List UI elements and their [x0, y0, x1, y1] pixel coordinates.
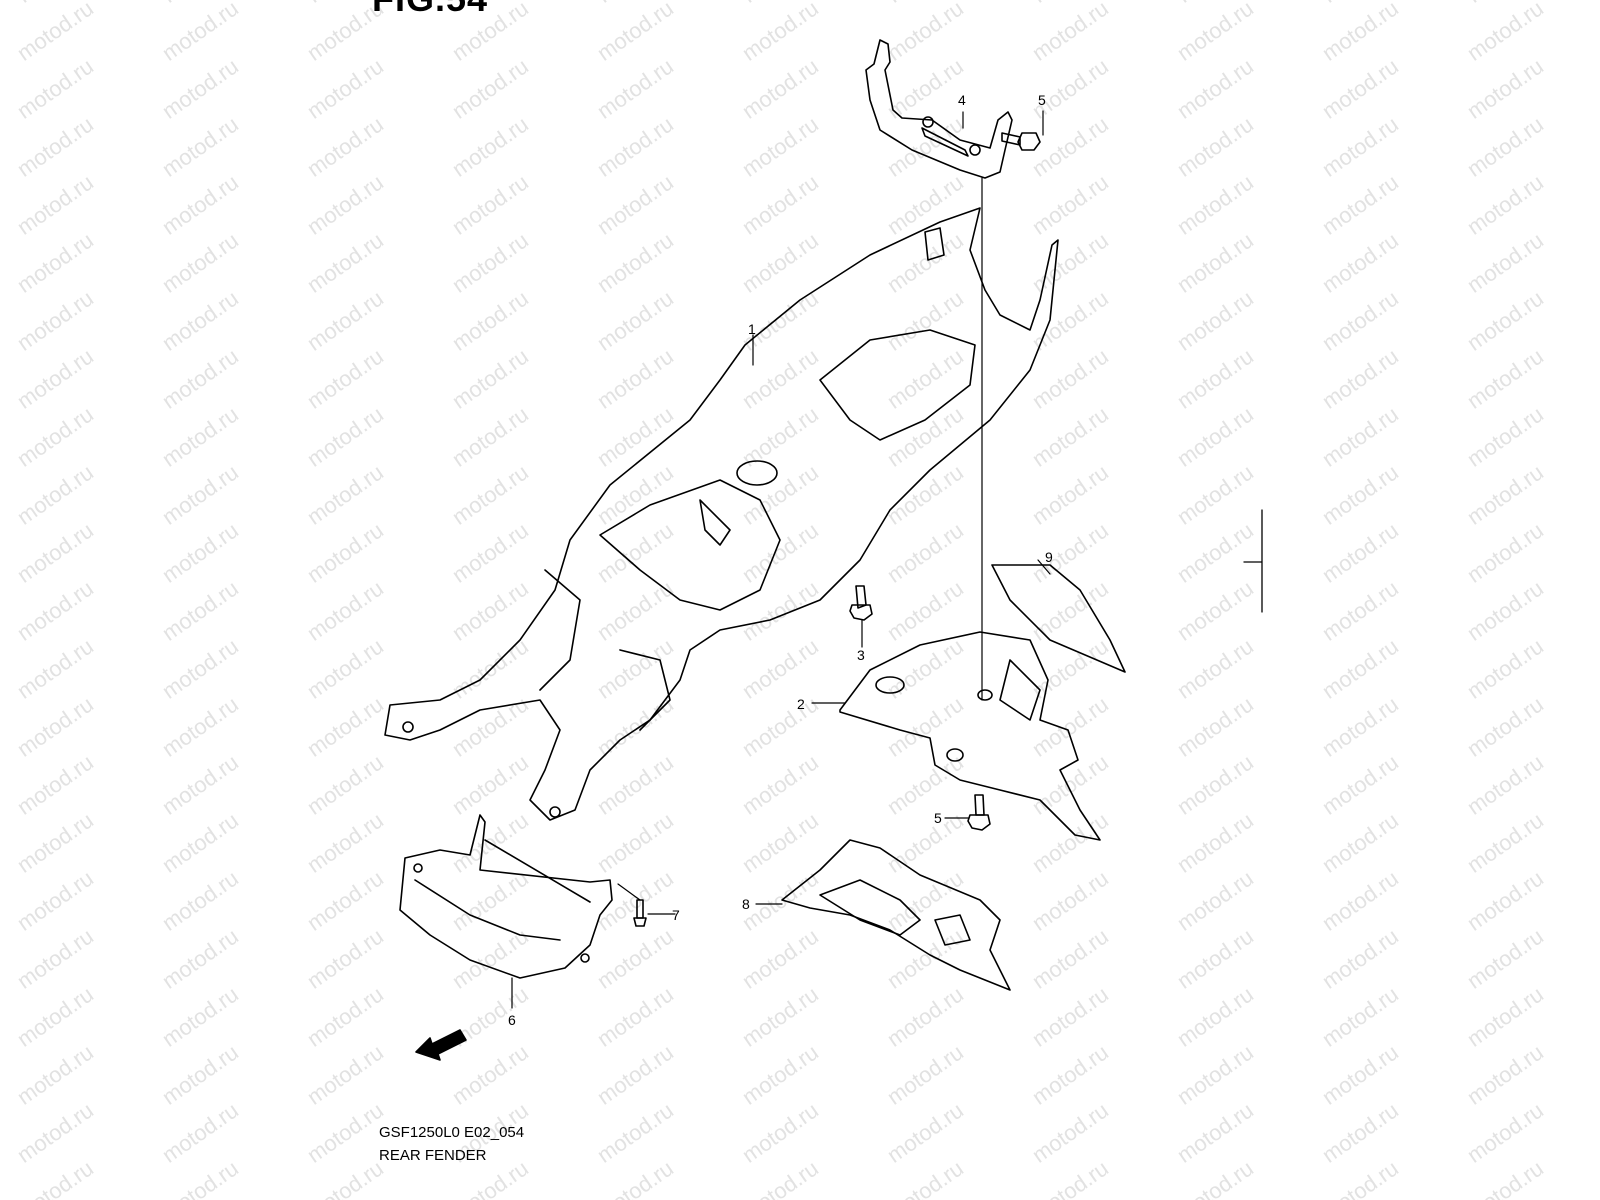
callout-6[interactable]: 6 [508, 1012, 516, 1028]
callout-4[interactable]: 4 [958, 92, 966, 108]
figure-caption: REAR FENDER [379, 1147, 487, 1164]
callout-5-top[interactable]: 5 [1038, 92, 1046, 108]
part-8-license-bracket[interactable] [755, 839, 1011, 991]
part-2-lower-fender[interactable] [811, 631, 1101, 841]
figure-title: FIG.54 [372, 0, 488, 20]
part-7-screw[interactable] [617, 883, 676, 927]
part-3-bolt[interactable] [849, 585, 873, 648]
fwd-arrow-icon [415, 1029, 467, 1061]
part-9-plate[interactable] [991, 559, 1126, 673]
callout-2[interactable]: 2 [797, 696, 805, 712]
callout-1[interactable]: 1 [748, 321, 756, 337]
part-6-tray[interactable] [399, 814, 613, 1009]
part-5-bolt-top[interactable] [1001, 132, 1041, 151]
callout-8[interactable]: 8 [742, 896, 750, 912]
callout-7[interactable]: 7 [672, 907, 680, 923]
part-4-bracket[interactable] [865, 39, 1013, 179]
model-code: GSF1250L0 E02_054 [379, 1124, 525, 1141]
callout-5-lower[interactable]: 5 [934, 810, 942, 826]
callout-3[interactable]: 3 [857, 647, 865, 663]
part-5-bolt-lower[interactable] [944, 794, 991, 831]
edge-mark [1243, 509, 1263, 613]
part-1-rear-fender[interactable] [384, 207, 1059, 821]
callout-9[interactable]: 9 [1045, 549, 1053, 565]
